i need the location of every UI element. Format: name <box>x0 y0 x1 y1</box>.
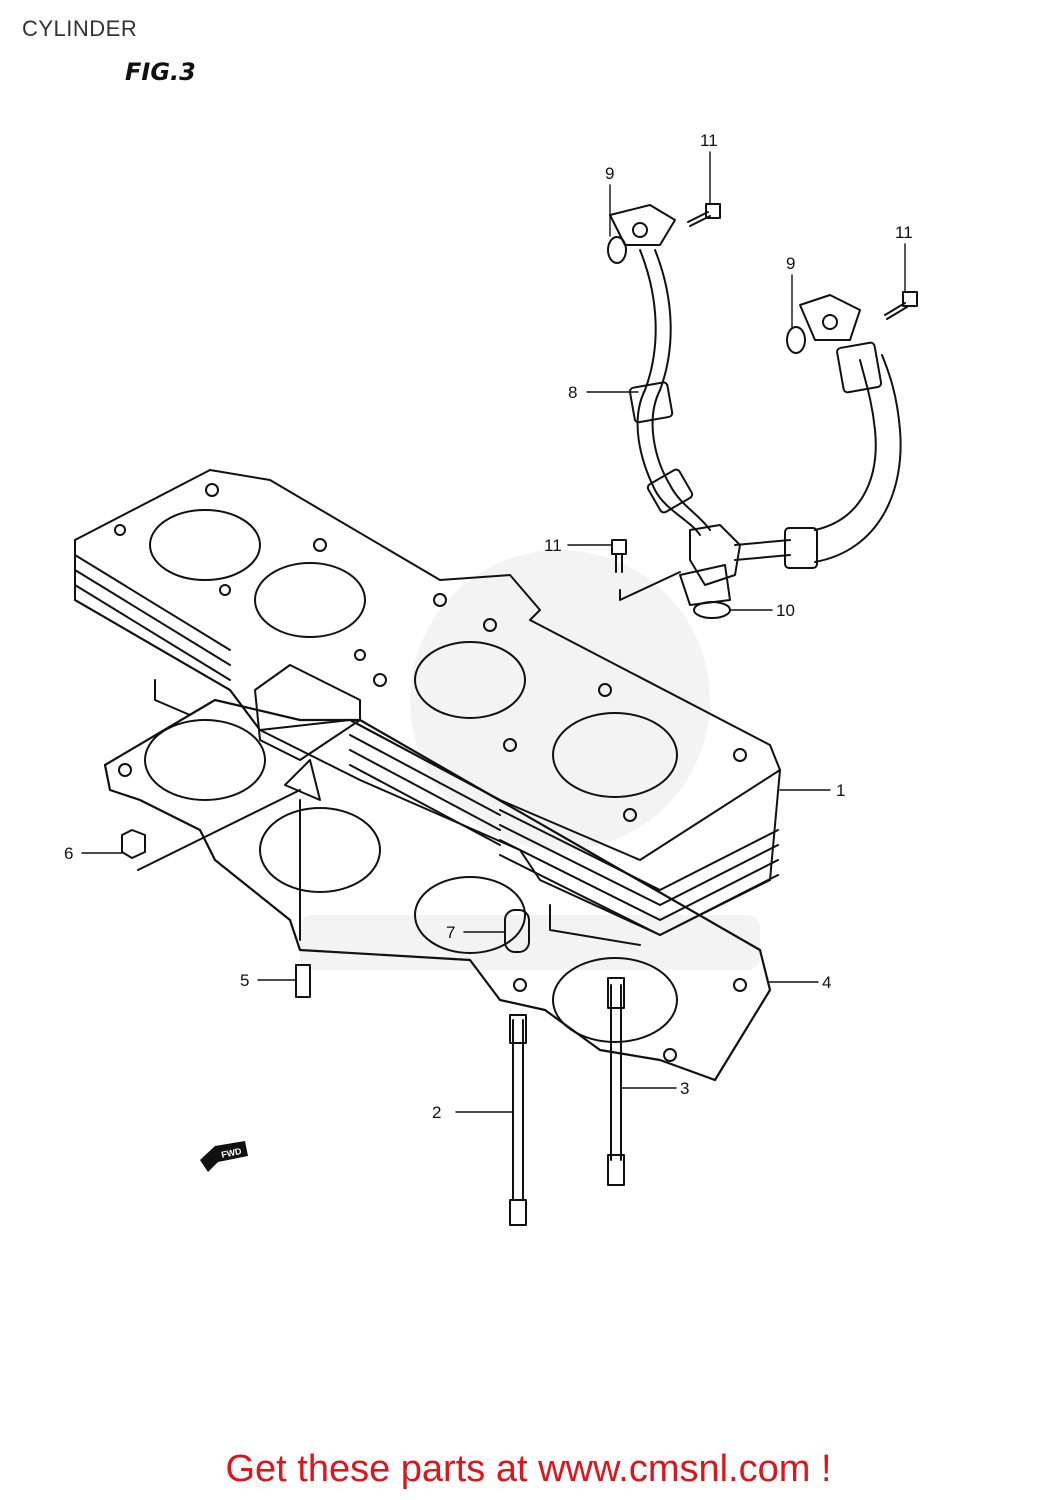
fasteners <box>121 789 625 1226</box>
forward-direction-arrow: FWD <box>200 1141 248 1172</box>
exploded-parts-diagram: FWD 1 2 3 4 5 6 7 8 9 9 10 11 11 11 <box>64 131 918 1226</box>
callout-5[interactable]: 5 <box>240 971 249 990</box>
cylinder-block <box>74 469 781 946</box>
promo-link[interactable]: Get these parts at www.cmsnl.com ! <box>225 1448 832 1490</box>
fwd-label: FWD <box>220 1146 243 1160</box>
callout-11-middle[interactable]: 11 <box>544 536 562 555</box>
callout-labels: 1 2 3 4 5 6 7 8 9 9 10 11 11 11 <box>64 131 913 1122</box>
leader-lines <box>81 151 906 1113</box>
callout-6[interactable]: 6 <box>64 844 73 863</box>
figure-label: FIG.3 <box>125 58 196 86</box>
callout-3[interactable]: 3 <box>680 1079 689 1098</box>
callout-9-left[interactable]: 9 <box>605 164 614 183</box>
callout-8[interactable]: 8 <box>568 383 577 402</box>
union-bolts <box>611 203 918 601</box>
callout-2[interactable]: 2 <box>432 1103 441 1122</box>
page-title: CYLINDER <box>22 16 138 41</box>
callout-10[interactable]: 10 <box>776 601 795 620</box>
o-rings <box>607 236 806 619</box>
oil-hose-assembly <box>609 204 902 606</box>
callout-7[interactable]: 7 <box>446 923 455 942</box>
callout-11-right[interactable]: 11 <box>895 223 913 242</box>
callout-4[interactable]: 4 <box>822 973 831 992</box>
callout-11-top[interactable]: 11 <box>700 131 718 150</box>
callout-9-right[interactable]: 9 <box>786 254 795 273</box>
callout-1[interactable]: 1 <box>836 781 845 800</box>
